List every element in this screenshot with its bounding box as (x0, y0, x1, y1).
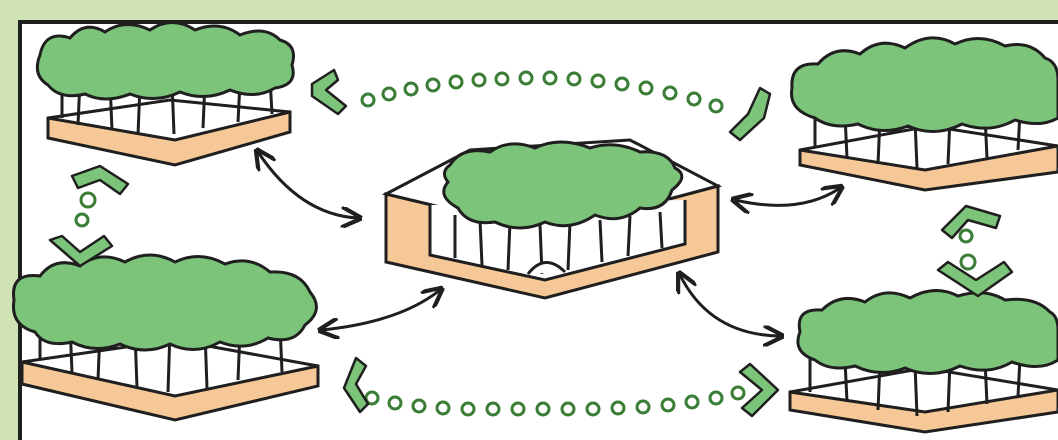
arrow-bottom-right (680, 275, 780, 336)
arrow-top-right (735, 188, 840, 205)
chevron-bottom-right-icon (738, 362, 780, 418)
corridor-right (958, 228, 977, 271)
canopy (11, 253, 318, 352)
chevron-bottom-left-icon (342, 356, 370, 414)
chevron-top-right-icon (728, 86, 772, 142)
chevron-markers (48, 68, 1014, 418)
corridor-left (74, 191, 97, 228)
chevron-left-upper-icon (70, 164, 130, 196)
corridor-top (360, 70, 724, 114)
arrow-bottom-left (322, 290, 440, 330)
forest-patch-top-right (789, 36, 1058, 192)
ground-surface (47, 98, 291, 142)
chevron-right-upper-icon (940, 204, 1002, 240)
canopy (35, 21, 295, 101)
canopy (789, 36, 1058, 133)
chevron-top-left-icon (310, 68, 348, 116)
connection-arrows (258, 152, 840, 336)
central-forest-block (381, 138, 723, 300)
chevron-left-lower-icon (48, 234, 114, 268)
canopy (442, 140, 684, 230)
forest-patch-bottom-right (788, 289, 1058, 434)
chevron-right-lower-icon (936, 260, 1014, 298)
soil-mound (526, 261, 567, 275)
forest-patch-bottom-left (11, 253, 320, 422)
ground-surface (799, 124, 1058, 172)
canopy (796, 289, 1058, 375)
forest-patch-top-left (35, 21, 295, 167)
corridor-bottom (364, 385, 746, 417)
arrow-top-left (258, 152, 358, 218)
